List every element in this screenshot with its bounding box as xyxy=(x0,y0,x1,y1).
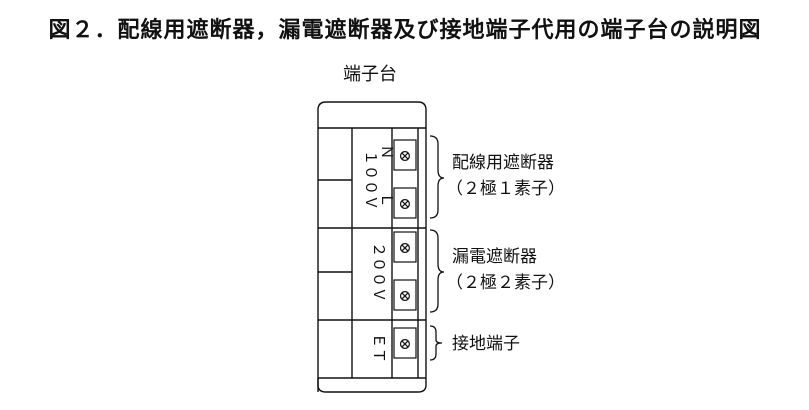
terminal-block-heading: 端子台 xyxy=(343,64,397,85)
screw-icon: ⊗ xyxy=(398,238,411,257)
callout-breaker-line2: （２極１素子） xyxy=(446,179,565,199)
terminal-block-body xyxy=(317,101,427,393)
label-n: Ｎ xyxy=(378,144,396,159)
screw-icon: ⊗ xyxy=(398,194,411,213)
screw-terminals xyxy=(393,139,417,359)
screw-terminal-200v-1 xyxy=(393,231,417,263)
label-l: Ｌ xyxy=(378,192,396,207)
callout-ground-line1: 接地端子 xyxy=(452,334,520,354)
screw-terminal-et xyxy=(393,327,417,359)
figure-title: 図２．配線用遮断器，漏電遮断器及び接地端子代用の端子台の説明図 xyxy=(48,18,762,43)
brace-elcb xyxy=(429,229,445,313)
callout-elcb-line1: 漏電遮断器 xyxy=(452,247,537,267)
screw-terminal-l xyxy=(393,187,417,219)
callout-texts: 配線用遮断器 （２極１素子） 漏電遮断器 （２極２素子） 接地端子 xyxy=(446,153,565,354)
screw-symbols: ⊗ ⊗ ⊗ ⊗ ⊗ xyxy=(398,146,411,353)
row-separators xyxy=(318,128,426,378)
screw-icon: ⊗ xyxy=(398,334,411,353)
strip-labels: １００Ｖ Ｎ Ｌ ２００Ｖ ＥＴ xyxy=(362,144,396,363)
screw-terminal-200v-2 xyxy=(393,279,417,311)
label-200v: ２００Ｖ xyxy=(370,242,388,302)
brace-ground xyxy=(429,325,443,361)
label-100v: １００Ｖ xyxy=(362,150,380,210)
label-et: ＥＴ xyxy=(370,333,388,363)
callout-elcb-line2: （２極２素子） xyxy=(446,273,565,293)
screw-terminal-n xyxy=(393,139,417,171)
callout-breaker-line1: 配線用遮断器 xyxy=(452,153,554,173)
callout-braces xyxy=(429,135,445,361)
screw-icon: ⊗ xyxy=(398,286,411,305)
screw-icon: ⊗ xyxy=(398,146,411,165)
brace-breaker xyxy=(429,135,445,219)
